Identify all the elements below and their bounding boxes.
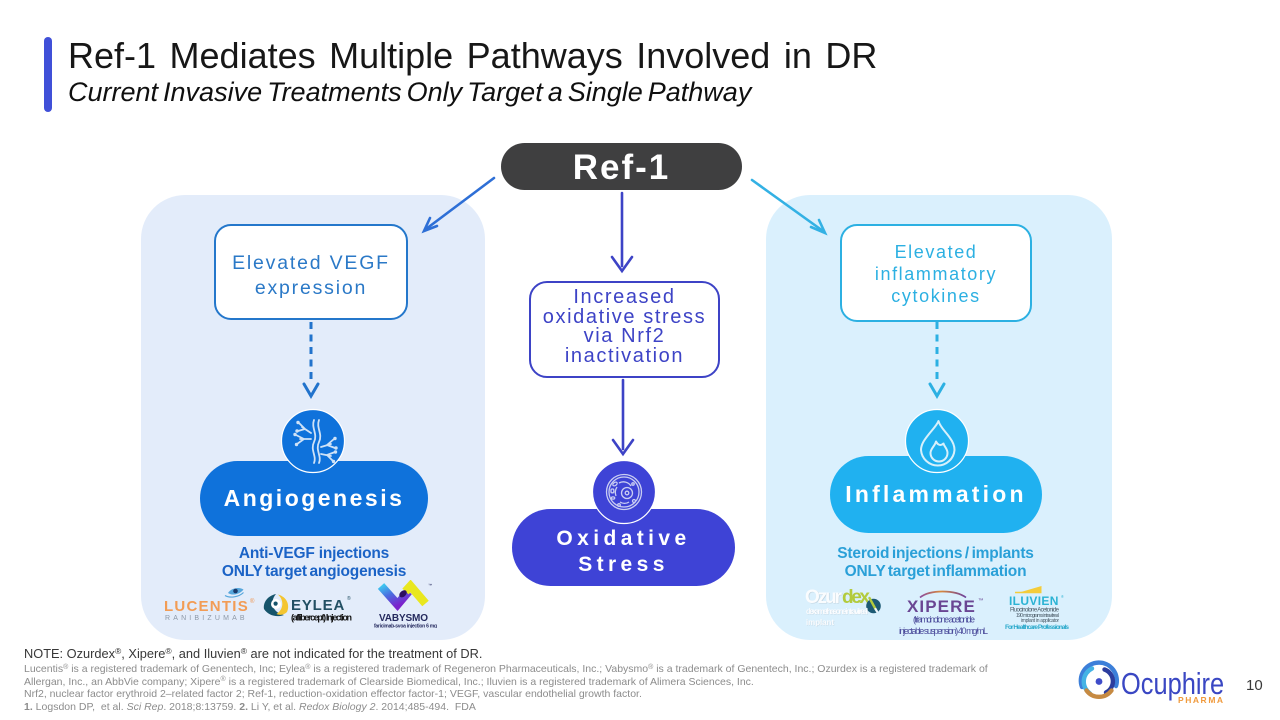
svg-text:VABYSMO: VABYSMO [379,613,431,624]
svg-text:XIPERE: XIPERE [907,597,976,616]
svg-text:®: ® [250,598,255,605]
svg-text:®: ® [1061,595,1064,599]
svg-text:implant: implant [806,618,834,627]
svg-text:®: ® [347,595,351,602]
svg-text:Fluocinolone Acetonide: Fluocinolone Acetonide [1010,608,1060,614]
svg-text:ILUVIEN: ILUVIEN [1009,594,1059,608]
svg-text:(triamcinolone acetonide: (triamcinolone acetonide [913,615,975,625]
svg-text:Ozur: Ozur [805,587,843,608]
svg-text:faricimab-svoa injection 6 mg: faricimab-svoa injection 6 mg [374,624,437,629]
svg-text:190 micrograms intravitreal: 190 micrograms intravitreal [1016,613,1059,619]
svg-text:Ozur: Ozur [806,588,844,609]
svg-text:LUCENTIS: LUCENTIS [164,598,249,615]
svg-text:dexamethasone intravitreal: dexamethasone intravitreal [807,608,869,617]
svg-text:(aflibercept) Injection: (aflibercept) Injection [291,613,352,623]
svg-text:implant in applicator: implant in applicator [1021,618,1059,624]
svg-text:For Healthcare Professionals: For Healthcare Professionals [1005,624,1069,630]
svg-text:EYLEA: EYLEA [291,597,346,614]
svg-text:™: ™ [978,598,984,604]
svg-text:™: ™ [428,583,432,588]
svg-text:dexamethasone intravitreal: dexamethasone intravitreal [806,607,868,616]
svg-text:Ocuphire: Ocuphire [1121,667,1224,702]
svg-text:RANIBIZUMAB: RANIBIZUMAB [165,615,247,622]
svg-text:implant: implant [807,619,835,628]
svg-text:P H A R M A: P H A R M A [1178,695,1223,705]
svg-text:dex: dex [842,587,870,608]
svg-text:injectable suspension) 40 mg/m: injectable suspension) 40 mg/mL [899,626,988,636]
